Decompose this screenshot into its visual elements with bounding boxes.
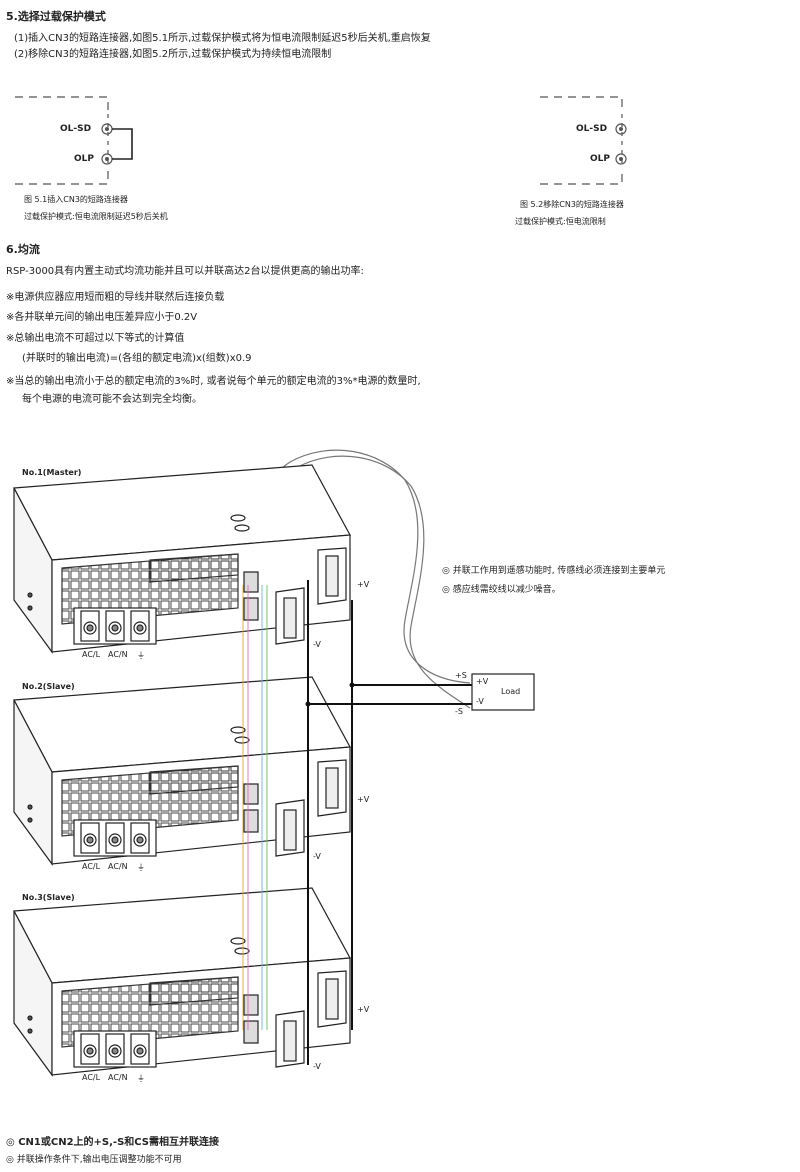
section6-bullet2: ※各并联单元间的输出电压差异应小于0.2V bbox=[6, 312, 198, 323]
terminal-screw-icon bbox=[86, 836, 94, 844]
unit3-vplus: +V bbox=[357, 1005, 370, 1014]
section6-intro: RSP-3000具有内置主动式均流功能并且可以并联高达2台以提供更高的输出功率: bbox=[6, 266, 364, 277]
sense-minus-label: -S bbox=[455, 707, 463, 716]
unit3-vminus: -V bbox=[313, 1062, 321, 1071]
section6-bullet4: ※当总的输出电流小于总的额定电流的3%时, 或者说每个单元的额定电流的3%*电源… bbox=[6, 376, 421, 387]
sense-plus-label: +S bbox=[455, 671, 467, 680]
section6-bullet4b: 每个电源的电流可能不会达到完全均衡。 bbox=[22, 394, 202, 405]
unit3-ground-icon: ⏚ bbox=[137, 1074, 145, 1083]
figure-5-connectors bbox=[15, 96, 627, 185]
section6-bullet1: ※电源供应器应用短而粗的导线并联然后连接负载 bbox=[6, 292, 225, 303]
jumper-icon bbox=[112, 128, 133, 160]
unit2-vplus: +V bbox=[357, 795, 370, 804]
fig51-caption2: 过载保护模式:恒电流限制延迟5秒后关机 bbox=[24, 212, 168, 221]
section5-line2: (2)移除CN3的短路连接器,如图5.2所示,过载保护模式为持续恒电流限制 bbox=[14, 49, 332, 60]
footer-note2: ◎ 并联操作条件下,输出电压调整功能不可用 bbox=[6, 1155, 182, 1165]
unit3-acn-label: AC/N bbox=[108, 1073, 128, 1082]
unit1-vplus: +V bbox=[357, 580, 370, 589]
unit1-acl-label: AC/L bbox=[82, 650, 101, 659]
unit1-acn-label: AC/N bbox=[108, 650, 128, 659]
unit2-acl-label: AC/L bbox=[82, 862, 101, 871]
terminal-screw-icon bbox=[111, 624, 119, 632]
unit3-label: No.3(Slave) bbox=[22, 893, 75, 902]
load-box bbox=[471, 673, 535, 711]
unit3-acl-label: AC/L bbox=[82, 1073, 101, 1082]
fig51-olp-label: OLP bbox=[74, 154, 94, 164]
load-vminus-label: -V bbox=[476, 697, 484, 706]
fig52-olp-label: OLP bbox=[590, 154, 610, 164]
unit2-vminus: -V bbox=[313, 852, 321, 861]
terminal-screw-icon bbox=[86, 1047, 94, 1055]
fig52-caption2: 过载保护模式:恒电流限制 bbox=[515, 217, 606, 226]
section6-formula: (并联时的输出电流)=(各组的额定电流)x(组数)x0.9 bbox=[22, 353, 252, 364]
unit2-acn-label: AC/N bbox=[108, 862, 128, 871]
footer-note1: ◎ CN1或CN2上的+S,-S和CS需相互并联连接 bbox=[6, 1137, 219, 1148]
terminal-screw-icon bbox=[136, 1047, 144, 1055]
power-supply-unit-1 bbox=[13, 464, 351, 654]
diagram-note1: ◎ 并联工作用到遥感功能时, 传感线必须连接到主要单元 bbox=[442, 566, 666, 576]
section6-bullet3: ※总输出电流不可超过以下等式的计算值 bbox=[6, 333, 185, 344]
unit1-ground-icon: ⏚ bbox=[137, 651, 145, 660]
fig52-olsd-label: OL-SD bbox=[576, 124, 608, 134]
fig51-olsd-label: OL-SD bbox=[60, 124, 92, 134]
terminal-screw-icon bbox=[136, 624, 144, 632]
unit2-label: No.2(Slave) bbox=[22, 682, 75, 691]
section5-line1: (1)插入CN3的短路连接器,如图5.1所示,过载保护模式将为恒电流限制延迟5秒… bbox=[14, 33, 431, 44]
load-label: Load bbox=[501, 687, 521, 696]
unit2-ground-icon: ⏚ bbox=[137, 863, 145, 872]
section5-title: 5.选择过载保护模式 bbox=[6, 10, 106, 23]
unit1-vminus: -V bbox=[313, 640, 321, 649]
terminal-screw-icon bbox=[86, 624, 94, 632]
terminal-screw-icon bbox=[111, 1047, 119, 1055]
section6-title: 6.均流 bbox=[6, 243, 40, 256]
power-supply-unit-3 bbox=[13, 887, 351, 1077]
fig52-caption1: 图 5.2移除CN3的短路连接器 bbox=[520, 200, 624, 209]
terminal-screw-icon bbox=[111, 836, 119, 844]
fig51-caption1: 图 5.1插入CN3的短路连接器 bbox=[24, 195, 128, 204]
unit1-label: No.1(Master) bbox=[22, 468, 82, 477]
terminal-screw-icon bbox=[136, 836, 144, 844]
diagram-note2: ◎ 感应线需绞线以减少噪音。 bbox=[442, 585, 561, 595]
power-supply-unit-2 bbox=[13, 676, 351, 866]
load-vplus-label: +V bbox=[476, 677, 489, 686]
